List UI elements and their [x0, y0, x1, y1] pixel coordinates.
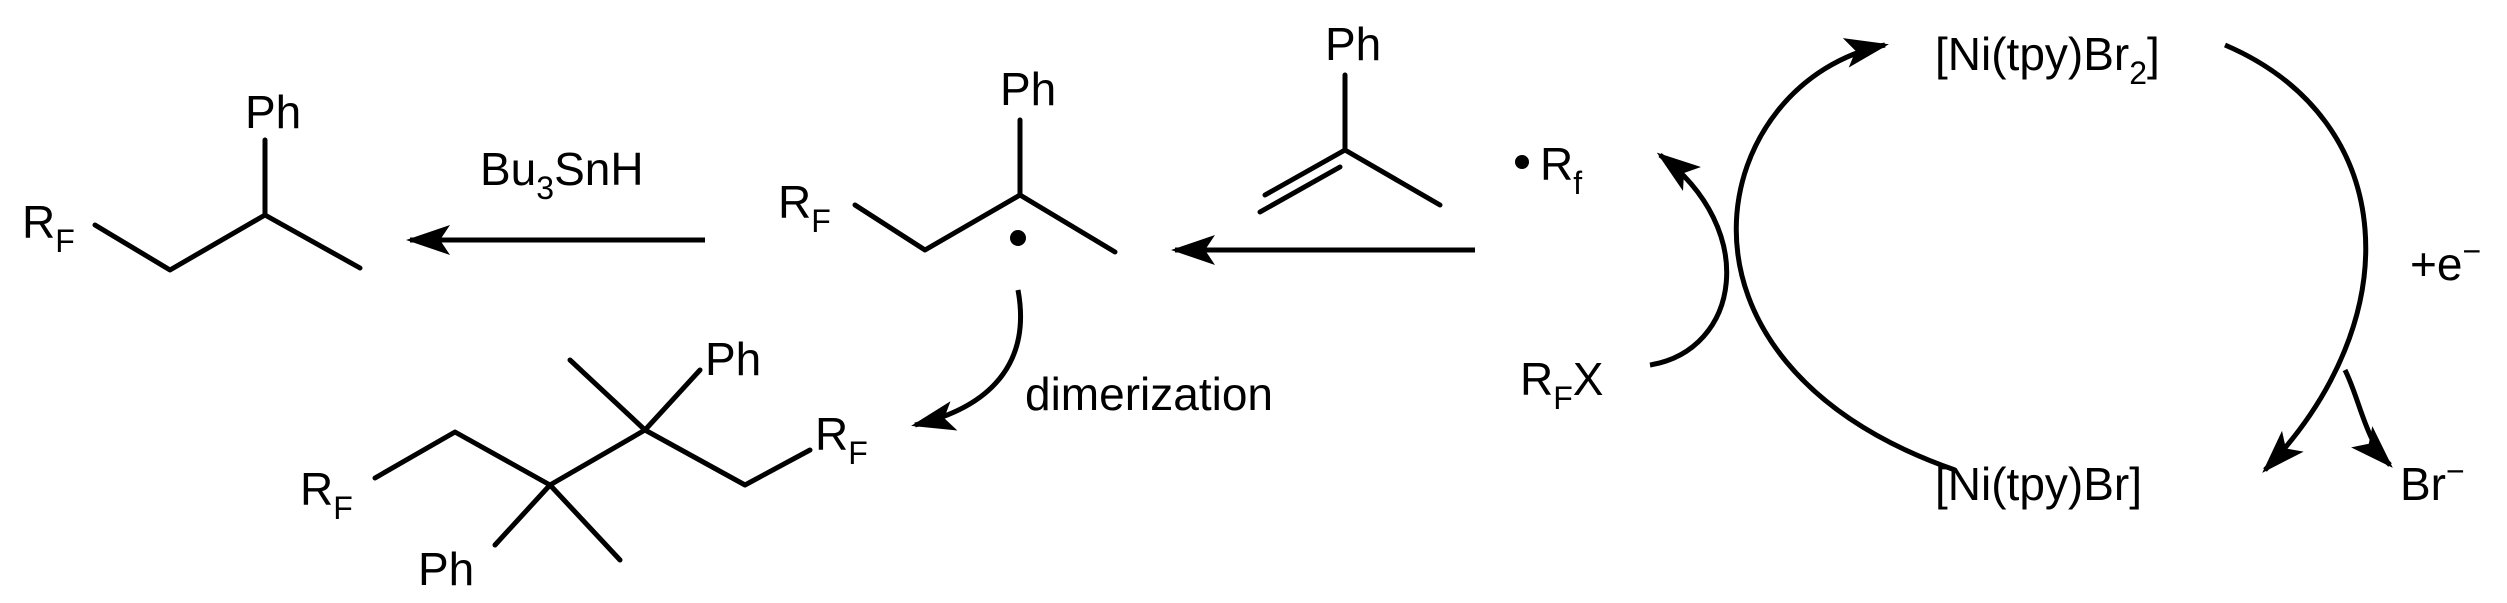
dimer-product: Ph Ph RF RF	[300, 333, 868, 595]
ni-tpy-br2-label: [Ni(tpy)Br2]	[1935, 28, 2160, 91]
rf-radical-dot	[1515, 155, 1529, 169]
product-ph-label: Ph	[245, 86, 301, 138]
nickel-catalytic-cycle: [Ni(tpy)Br2] [Ni(tpy)Br] +e− Br− Rf RFX	[1515, 28, 2481, 510]
radical-dot	[1010, 230, 1026, 246]
bu3snh-label: Bu3SnH	[480, 143, 644, 206]
product-rf-label: RF	[22, 196, 75, 259]
alpha-methylstyrene: Ph	[1257, 18, 1443, 215]
bromide-label: Br−	[2400, 453, 2465, 510]
dimer-lower-phenyl	[492, 482, 553, 548]
dimer-lower-methyl	[547, 482, 623, 563]
dimer-right-rf-label: RF	[815, 408, 868, 471]
electron-label: +e−	[2410, 233, 2481, 290]
styrene-double-bond-b	[1257, 164, 1343, 215]
dimerization-label: dimerization	[1025, 368, 1273, 420]
styrene-double-bond-a	[1262, 147, 1348, 198]
product-backbone-bonds	[92, 212, 363, 273]
radical-ph-label: Ph	[1000, 63, 1056, 115]
dimer-backbone-bonds	[372, 427, 813, 488]
dimer-upper-ph-label: Ph	[705, 333, 761, 385]
dimer-left-rf-label: RF	[300, 463, 353, 526]
hydrogenated-product: Ph RF	[22, 86, 363, 273]
dimer-upper-methyl	[567, 357, 648, 433]
tin-hydride-step: Bu3SnH	[406, 143, 705, 255]
dimer-lower-ph-label: Ph	[418, 543, 474, 595]
radical-backbone-bonds	[852, 192, 1118, 255]
cycle-left-arc	[1733, 38, 1956, 473]
radical-addition-step: Ph	[1171, 18, 1475, 265]
dimerization-arrow	[911, 289, 1024, 431]
bromide-release-arrow	[2342, 368, 2393, 468]
radical-rf-label: RF	[778, 176, 831, 239]
benzylic-radical: Ph RF	[778, 63, 1118, 255]
dimer-upper-phenyl	[642, 367, 703, 433]
dimerization-step: dimerization	[911, 289, 1273, 431]
ni-tpy-br-label: [Ni(tpy)Br]	[1935, 458, 2142, 510]
rfx-activation-arrow	[1649, 152, 1730, 368]
styrene-ph-label: Ph	[1325, 18, 1381, 70]
rf-radical-label: Rf	[1540, 138, 1582, 201]
cycle-right-arc	[2224, 42, 2369, 473]
rfx-label: RFX	[1520, 353, 1603, 416]
styrene-methyl-bond	[1342, 147, 1443, 208]
